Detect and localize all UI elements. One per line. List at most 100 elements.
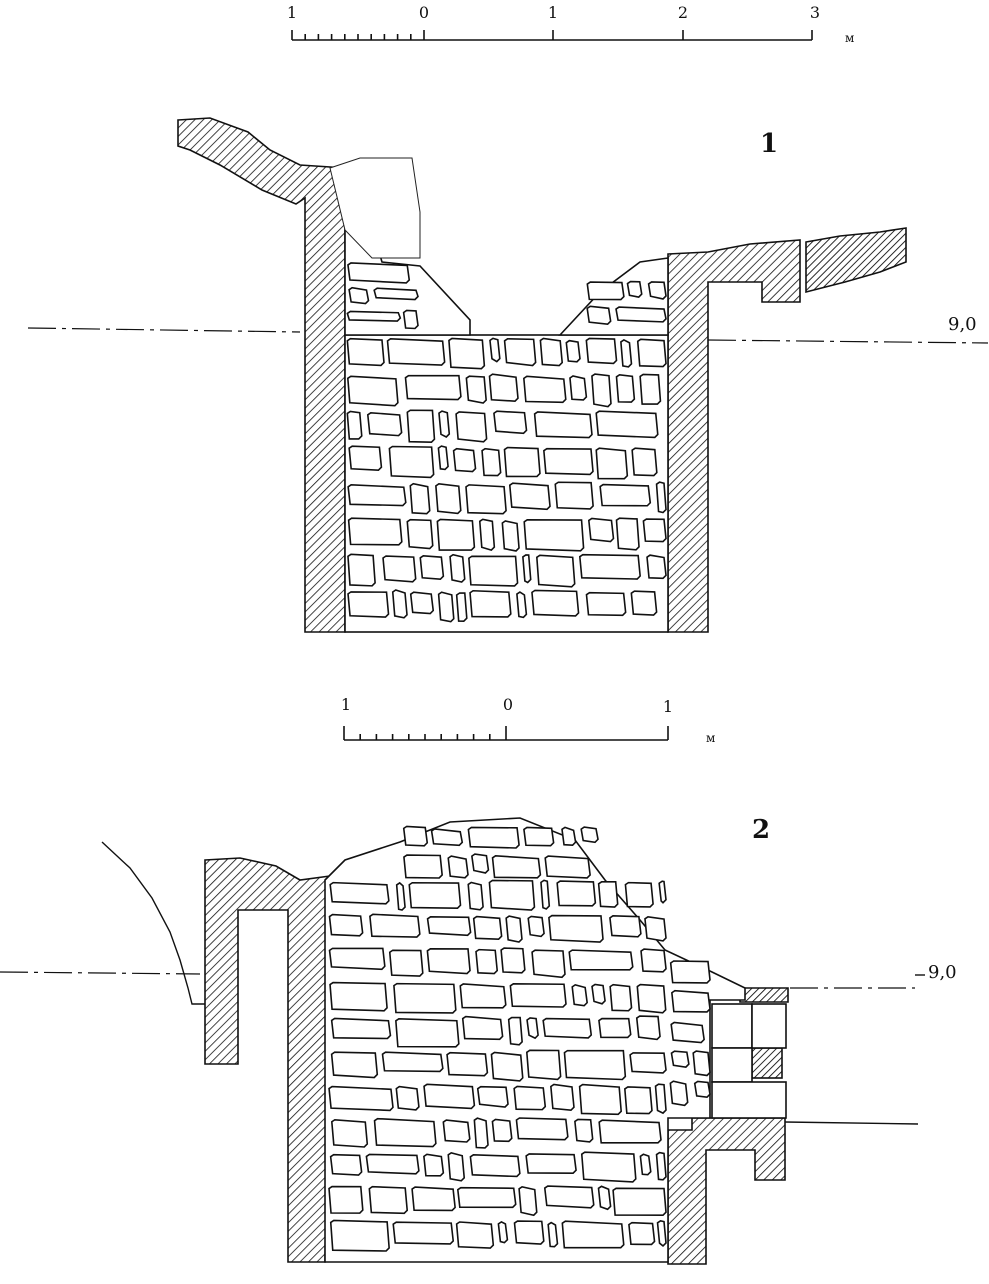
masonry-stone	[386, 338, 446, 366]
masonry-2	[324, 817, 787, 1263]
masonry-stone	[437, 591, 455, 623]
masonry-stone	[478, 518, 496, 552]
masonry-stone	[402, 309, 419, 330]
masonry-stone	[468, 555, 519, 587]
masonry-stone	[574, 1118, 594, 1143]
scale-2-tick-1: 0	[503, 695, 513, 714]
masonry-stone	[411, 1186, 456, 1212]
masonry-stone	[646, 554, 667, 580]
masonry-stone	[598, 1017, 632, 1039]
ground-left-1	[177, 117, 346, 633]
masonry-stone	[503, 338, 537, 367]
masonry-stone	[447, 855, 469, 879]
masonry-stone	[393, 982, 457, 1014]
level-label-1: 9,0	[948, 314, 977, 335]
masonry-stone	[523, 519, 585, 552]
masonry-stone	[671, 989, 711, 1013]
slope-line-2	[101, 841, 205, 1005]
masonry-stone	[395, 1017, 460, 1048]
masonry-stone	[455, 1221, 495, 1249]
masonry-stone	[636, 338, 667, 368]
masonry-stone	[329, 981, 388, 1012]
masonry-stone	[635, 1015, 661, 1041]
masonry-stone	[328, 947, 386, 971]
masonry-stone	[609, 983, 633, 1012]
ground-line-right-2	[784, 1121, 919, 1125]
masonry-stone	[452, 447, 477, 473]
masonry-stone	[578, 553, 641, 580]
masonry-stone	[531, 589, 580, 617]
ground-right-2	[667, 1117, 786, 1265]
masonry-stone	[571, 983, 588, 1007]
masonry-stone	[508, 482, 551, 511]
masonry-stone	[348, 286, 370, 305]
masonry-stone	[347, 484, 407, 507]
masonry-stone	[527, 915, 545, 938]
masonry-stone	[597, 1185, 612, 1211]
masonry-stone	[656, 1219, 667, 1247]
masonry-stone	[585, 337, 618, 365]
masonry-stone	[655, 1151, 667, 1181]
masonry-stone	[636, 983, 667, 1014]
masonry-stone	[459, 983, 507, 1009]
masonry-stone	[586, 281, 625, 301]
masonry-stone	[544, 855, 591, 879]
masonry-stone	[346, 337, 385, 367]
masonry-stone	[329, 1153, 363, 1176]
masonry-stone	[366, 411, 403, 437]
scale-1-tick-0: 1	[287, 3, 297, 22]
masonry-stone	[404, 374, 462, 401]
masonry-stone	[456, 1186, 517, 1209]
masonry-stone	[670, 1021, 705, 1044]
masonry-stone	[630, 590, 658, 616]
scale-1-tick-3: 2	[678, 3, 688, 22]
masonry-stone	[565, 339, 581, 363]
masonry-stone	[542, 1017, 593, 1039]
scale-2-tick-0: 1	[341, 695, 351, 714]
masonry-stone	[423, 1153, 445, 1177]
masonry-stone	[505, 915, 523, 943]
masonry-stone	[531, 949, 566, 979]
masonry-stone	[402, 825, 429, 847]
masonry-stone	[568, 949, 634, 971]
masonry-stone	[426, 915, 472, 937]
masonry-stone	[392, 1221, 455, 1245]
masonry-stone	[554, 481, 594, 510]
masonry-stone	[525, 1049, 562, 1081]
masonry-stone	[455, 592, 468, 622]
masonry-stone	[447, 1151, 466, 1182]
masonry-stone	[587, 517, 615, 543]
masonry-stone	[491, 1118, 513, 1143]
level-line-2: 9,0	[0, 962, 957, 989]
masonry-stone	[446, 1051, 489, 1077]
masonry-stone	[328, 1185, 364, 1214]
ground-right-1	[667, 239, 801, 633]
masonry-stone	[547, 1221, 559, 1248]
masonry-stone	[497, 1220, 509, 1244]
masonry-stone	[423, 1083, 476, 1110]
masonry-stone	[391, 589, 408, 619]
block-right-2	[751, 1047, 783, 1079]
masonry-stone	[598, 1119, 662, 1144]
masonry-stone	[507, 1016, 523, 1046]
masonry-stone	[578, 1083, 623, 1116]
masonry-stone	[623, 1086, 653, 1115]
masonry-stone	[381, 1051, 444, 1073]
masonry-stone	[597, 880, 619, 908]
masonry-stone	[615, 374, 636, 403]
masonry-stone	[481, 447, 502, 477]
masonry-stone	[658, 880, 667, 904]
masonry-stone	[533, 411, 593, 439]
masonry-stone	[491, 855, 542, 879]
masonry-stone	[543, 447, 594, 476]
masonry-stone	[472, 915, 503, 941]
masonry-stone	[535, 554, 576, 588]
masonry-stone	[373, 287, 419, 301]
scale-2-unit: м	[706, 731, 715, 745]
masonry-stone	[388, 445, 435, 479]
masonry-stone	[369, 913, 421, 938]
masonry-stone	[526, 1017, 539, 1040]
scale-2-tick-2: 1	[663, 697, 673, 716]
masonry-stone	[569, 375, 588, 401]
